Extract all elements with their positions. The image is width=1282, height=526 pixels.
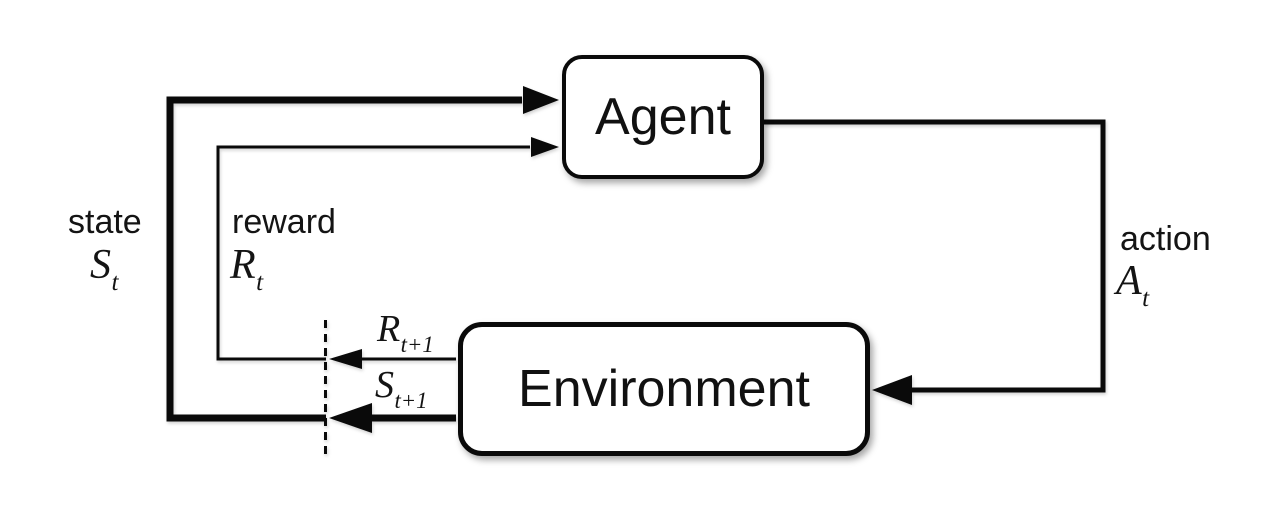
reward-into-agent-arrowhead [531,137,559,157]
state-line [166,96,522,422]
state-symbol: St [90,242,119,296]
reward-label: reward [232,203,336,241]
next-state-symbol-base: S [375,364,394,406]
action-symbol: At [1116,258,1149,312]
action-symbol-subscript: t [1142,285,1150,313]
action-symbol-base: A [1116,258,1142,304]
action-label: action [1120,220,1211,258]
action-line [764,119,1106,393]
reward-line [216,145,530,361]
action-into-environment-arrowhead [872,375,912,405]
reward-symbol-base: R [230,242,256,288]
agent-box: Agent [562,55,764,179]
next-reward-at-boundary-arrowhead [329,349,362,369]
next-state-symbol: St+1 [375,364,428,412]
reward-symbol: Rt [230,242,263,296]
reward-symbol-subscript: t [256,269,264,297]
environment-box: Environment [458,322,870,456]
state-label: state [68,203,142,241]
agent-box-label: Agent [595,88,731,146]
next-state-at-boundary-arrowhead [329,403,372,433]
arrowheads [329,86,912,433]
next-reward-symbol-base: R [377,308,401,350]
state-symbol-subscript: t [111,269,119,297]
next-reward-symbol: Rt+1 [377,308,434,356]
arrow-lines [166,96,1106,458]
next-reward-symbol-subscript: t+1 [400,332,434,358]
state-into-agent-arrowhead [523,86,559,114]
next-state-symbol-subscript: t+1 [394,388,428,414]
state-symbol-base: S [90,242,111,288]
environment-box-label: Environment [518,360,810,418]
